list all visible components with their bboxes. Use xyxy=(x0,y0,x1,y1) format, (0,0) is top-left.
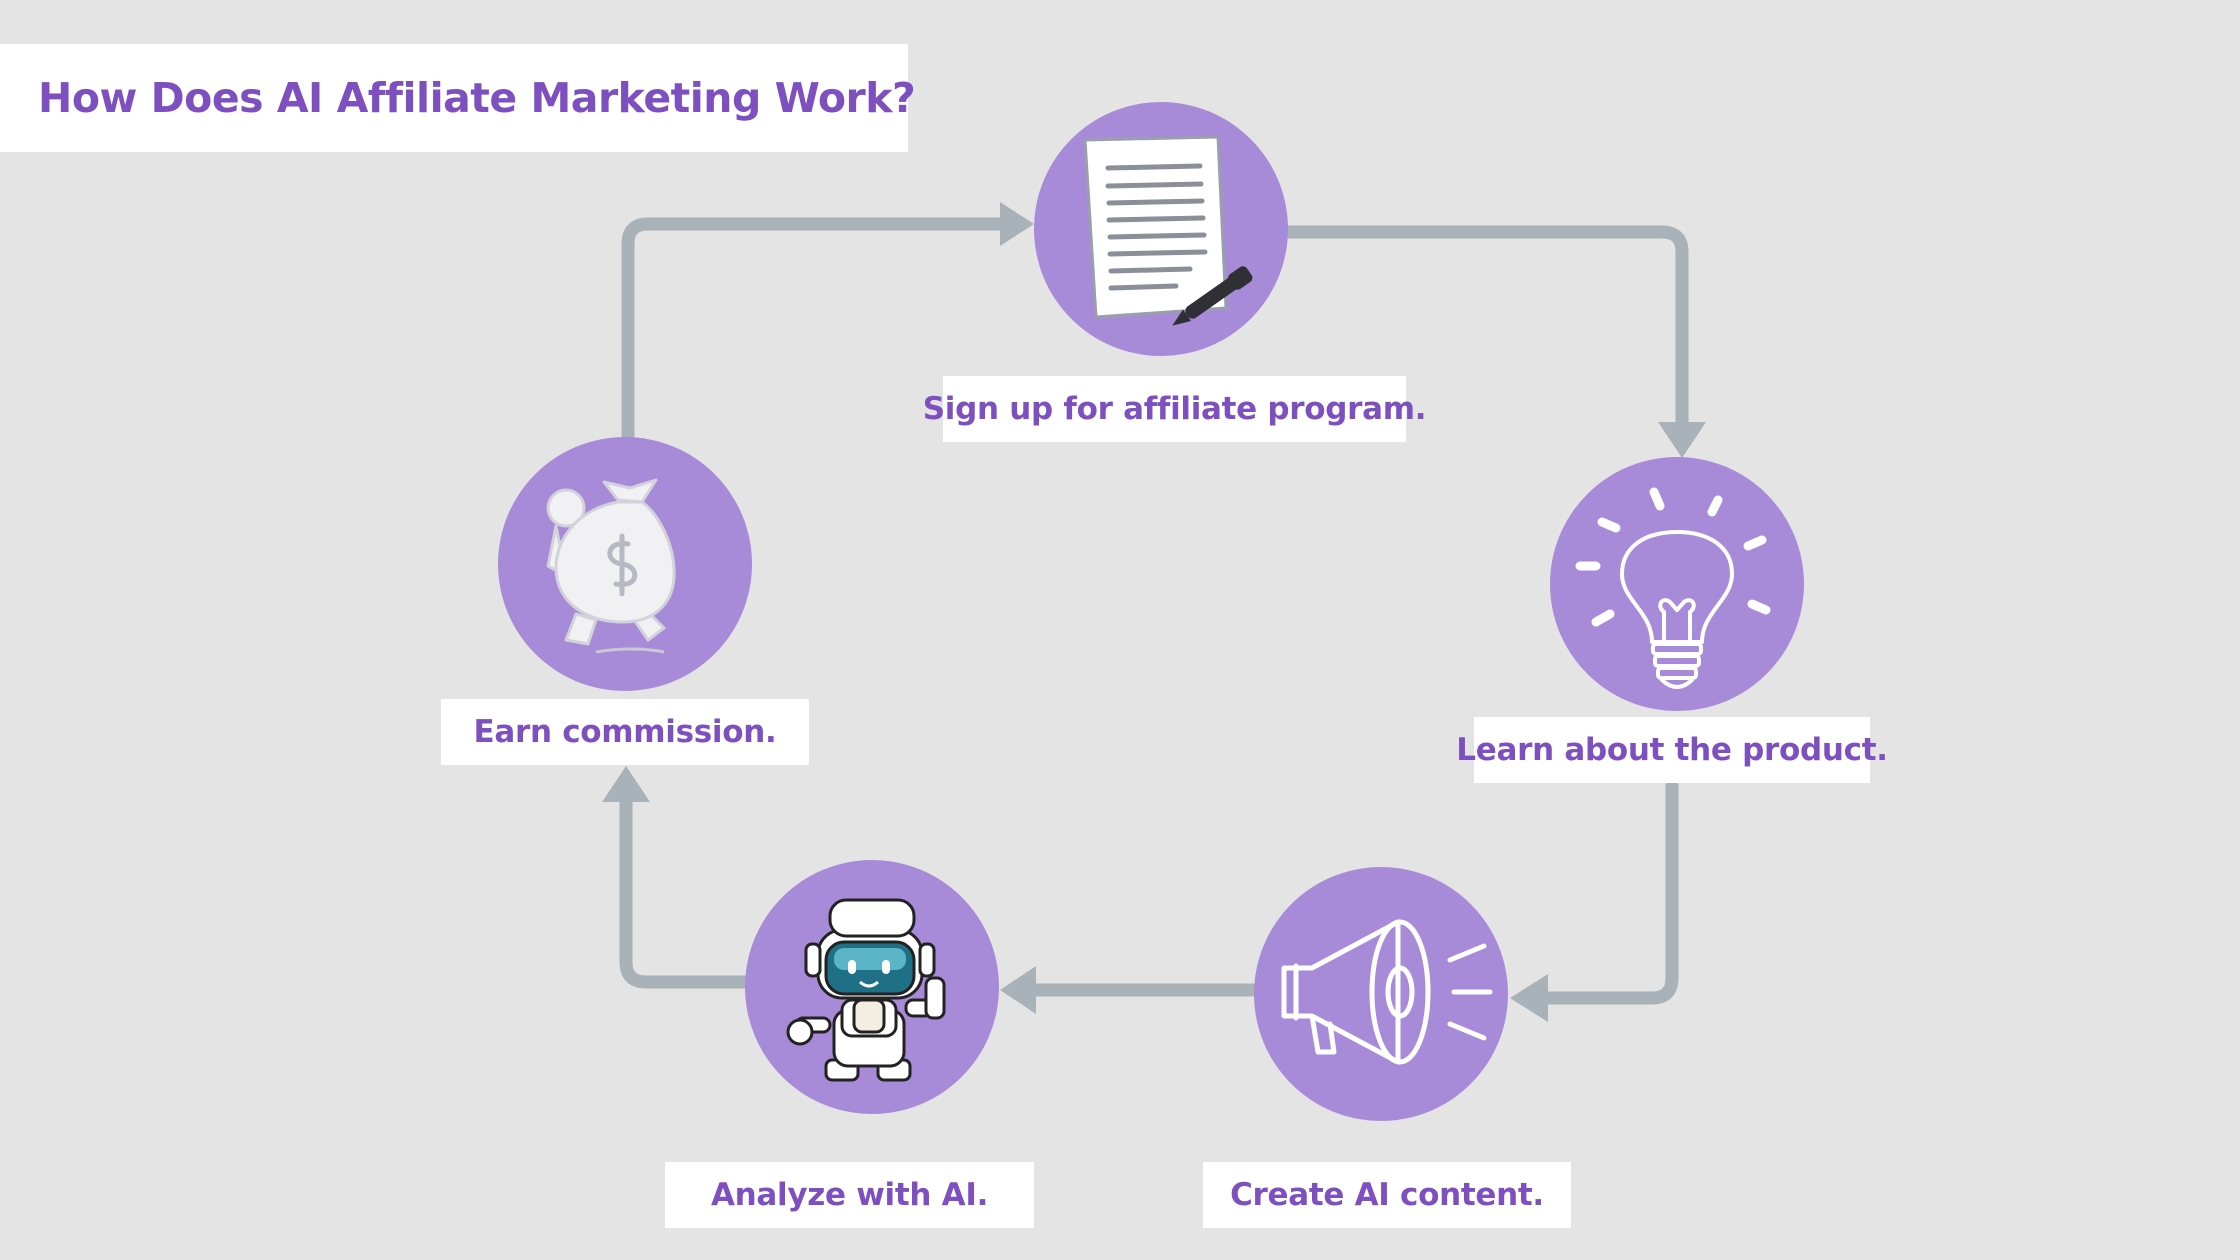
arrow-commission-to-signup xyxy=(621,217,1011,443)
step-label-analyze-text: Analyze with AI. xyxy=(710,1177,989,1213)
step-circle-content xyxy=(1254,867,1508,1121)
step-label-commission-text: Earn commission. xyxy=(473,714,777,750)
arrowhead-learn xyxy=(1658,422,1706,458)
title-box: How Does AI Affiliate Marketing Work? xyxy=(0,44,916,152)
step-circle-learn xyxy=(1550,457,1804,711)
document-pen-icon xyxy=(1083,135,1253,326)
money-bag-icon xyxy=(546,478,676,654)
arrowhead-signup xyxy=(1000,202,1034,246)
arrowhead-commission xyxy=(602,766,650,802)
step-label-signup-text: Sign up for affiliate program. xyxy=(922,391,1427,427)
lightbulb-icon xyxy=(1620,530,1734,689)
lightbulb-rays xyxy=(1575,487,1771,627)
arrowhead-analyze xyxy=(1000,966,1036,1014)
step-label-learn-text: Learn about the product. xyxy=(1456,732,1888,768)
arrow-signup-to-learn xyxy=(1283,225,1689,431)
megaphone-icon xyxy=(1281,919,1493,1065)
robot-icon xyxy=(786,898,946,1082)
step-label-analyze: Analyze with AI. xyxy=(665,1162,1034,1228)
arrowhead-content xyxy=(1510,974,1548,1022)
step-label-signup: Sign up for affiliate program. xyxy=(923,376,1427,442)
step-label-content-text: Create AI content. xyxy=(1230,1177,1544,1213)
arrow-analyze-to-commission xyxy=(619,791,751,989)
arrow-learn-to-content xyxy=(1537,779,1679,1005)
step-label-content: Create AI content. xyxy=(1203,1162,1571,1228)
page-title: How Does AI Affiliate Marketing Work? xyxy=(38,74,916,122)
step-label-learn: Learn about the product. xyxy=(1456,717,1888,783)
step-label-commission: Earn commission. xyxy=(441,699,809,765)
